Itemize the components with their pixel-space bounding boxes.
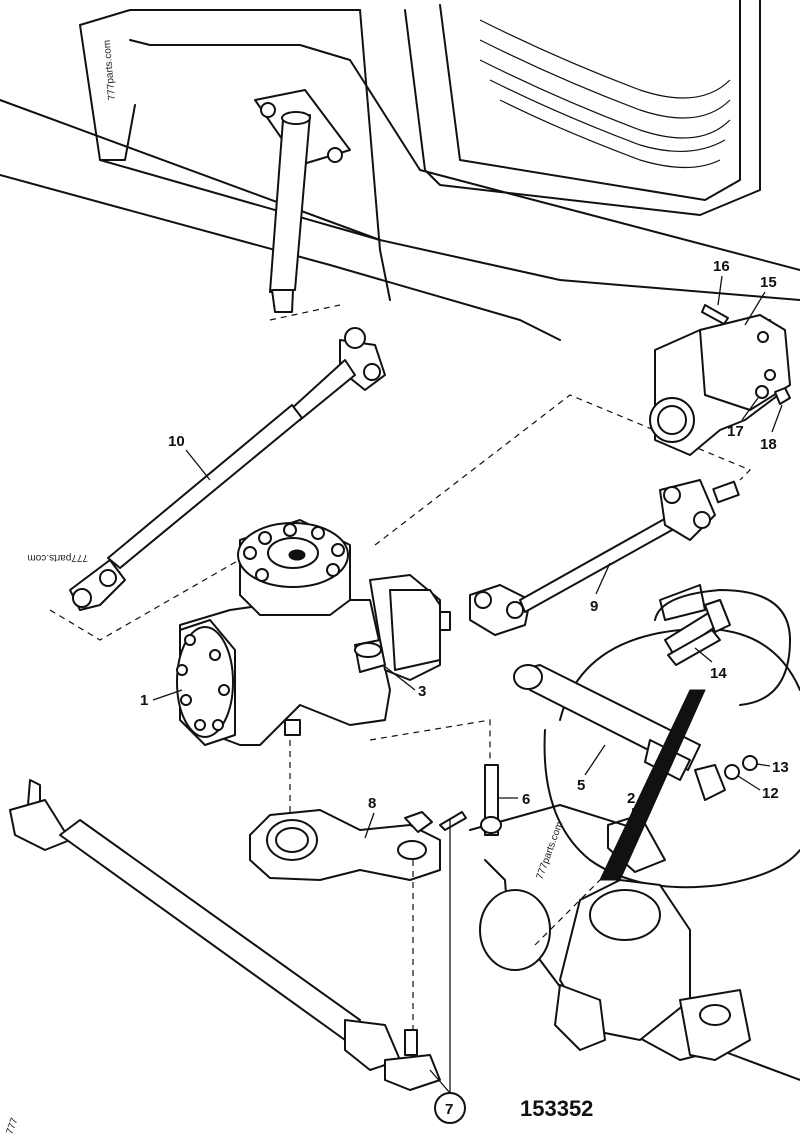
callout-18: 18 (760, 404, 783, 453)
callout-7: 7 (429, 820, 466, 1124)
callout-16: 16 (713, 258, 730, 306)
steering-column (254, 89, 351, 321)
upper-shaft (49, 327, 386, 641)
watermark-text: 777parts.com (102, 39, 118, 100)
callout-label-2: 2 (627, 790, 635, 807)
callout-2: 2 (627, 790, 635, 831)
track-rod (9, 779, 441, 1091)
callout-6: 6 (498, 791, 530, 808)
axle (469, 804, 800, 1081)
callout-10: 10 (168, 433, 211, 481)
callout-12: 12 (737, 775, 779, 802)
callout-label-14: 14 (710, 665, 727, 682)
cab-structure (0, 0, 800, 341)
callout-label-13: 13 (772, 759, 789, 776)
callout-label-15: 15 (760, 274, 777, 291)
callout-label-7: 7 (445, 1101, 453, 1118)
drop-arm (249, 719, 502, 1040)
callout-label-3: 3 (418, 683, 426, 700)
callout-label-8: 8 (368, 795, 376, 812)
callout-label-10: 10 (168, 433, 185, 450)
callout-3: 3 (382, 664, 426, 700)
callout-label-5: 5 (577, 777, 585, 794)
callout-1: 1 (140, 689, 183, 709)
callout-9: 9 (590, 562, 611, 615)
steering-box (176, 519, 451, 820)
callout-label-1: 1 (140, 692, 148, 709)
callout-label-6: 6 (522, 791, 530, 808)
callout-label-17: 17 (727, 423, 744, 440)
callout-15: 15 (744, 274, 777, 326)
mounting-plate (374, 304, 791, 546)
lower-shaft (469, 479, 740, 636)
callout-label-16: 16 (713, 258, 730, 275)
watermark-text: 777parts.com (27, 552, 88, 563)
watermark-text: 777 (4, 1116, 20, 1136)
callout-17: 17 (727, 397, 759, 440)
callout-13: 13 (756, 759, 789, 776)
callout-label-9: 9 (590, 598, 598, 615)
callout-label-18: 18 (760, 436, 777, 453)
callout-8: 8 (364, 795, 376, 839)
drawing-number: 153352 (520, 1096, 593, 1121)
callout-label-12: 12 (762, 785, 779, 802)
callout-5: 5 (577, 744, 606, 794)
detail-circle (513, 584, 800, 889)
callout-14: 14 (654, 589, 791, 706)
watermark-text: 777parts.com (534, 820, 565, 881)
